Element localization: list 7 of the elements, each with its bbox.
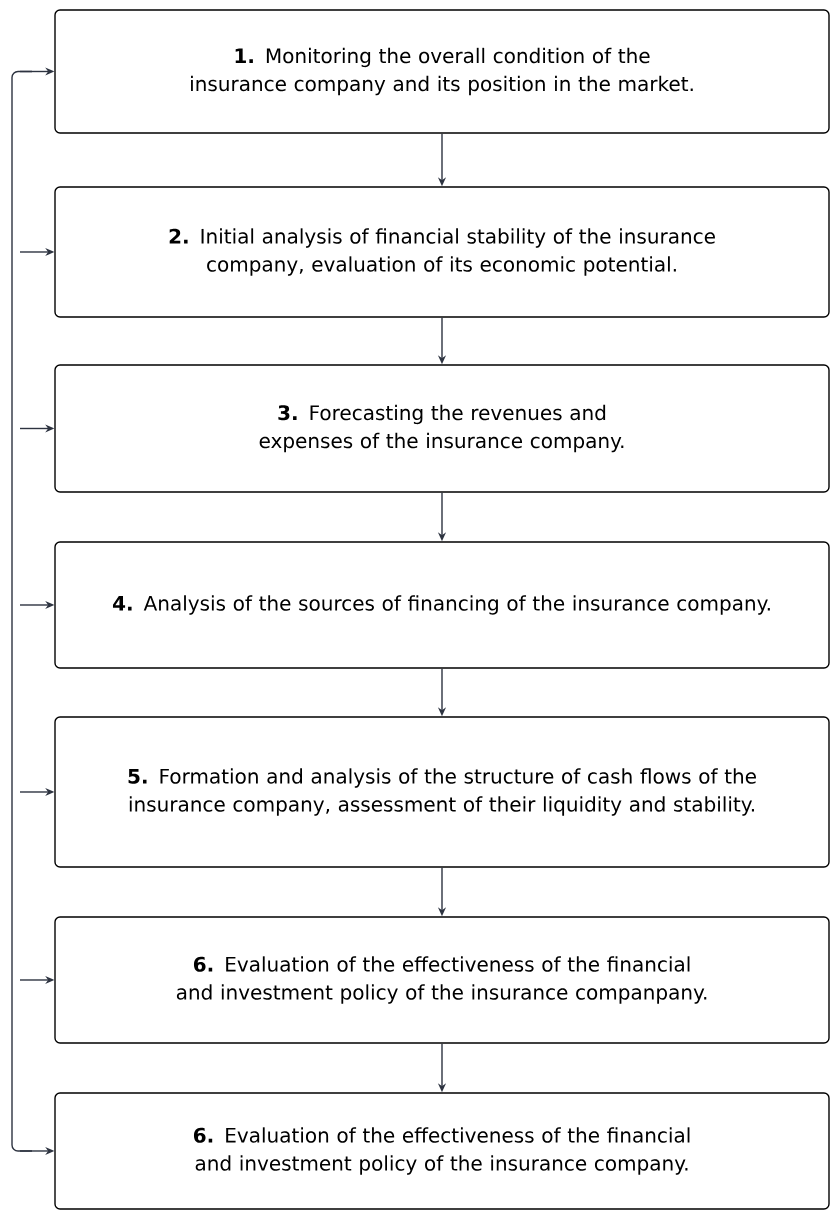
process-box: 1. Monitoring the overall condition of the insurance company and its position in the market. [54, 9, 830, 134]
process-box: 4. Analysis of the sources of financing of the insurance company. [54, 541, 830, 669]
process-box: 6. Evaluation of the effectiveness of the financial and investment policy of the insurance companpany. [54, 916, 830, 1044]
process-box: 6. Evaluation of the effectiveness of the financial and investment policy of the insurance company. [54, 1092, 830, 1210]
process-box: 3. Forecasting the revenues and expenses of the insurance company. [54, 364, 830, 493]
process-box: 5. Formation and analysis of the structure of cash flows of the insurance company, assessment of their liquidity and stability. [54, 716, 830, 868]
process-box: 2. Initial analysis of financial stability of the insurance company, evaluation of its economic potential. [54, 186, 830, 318]
